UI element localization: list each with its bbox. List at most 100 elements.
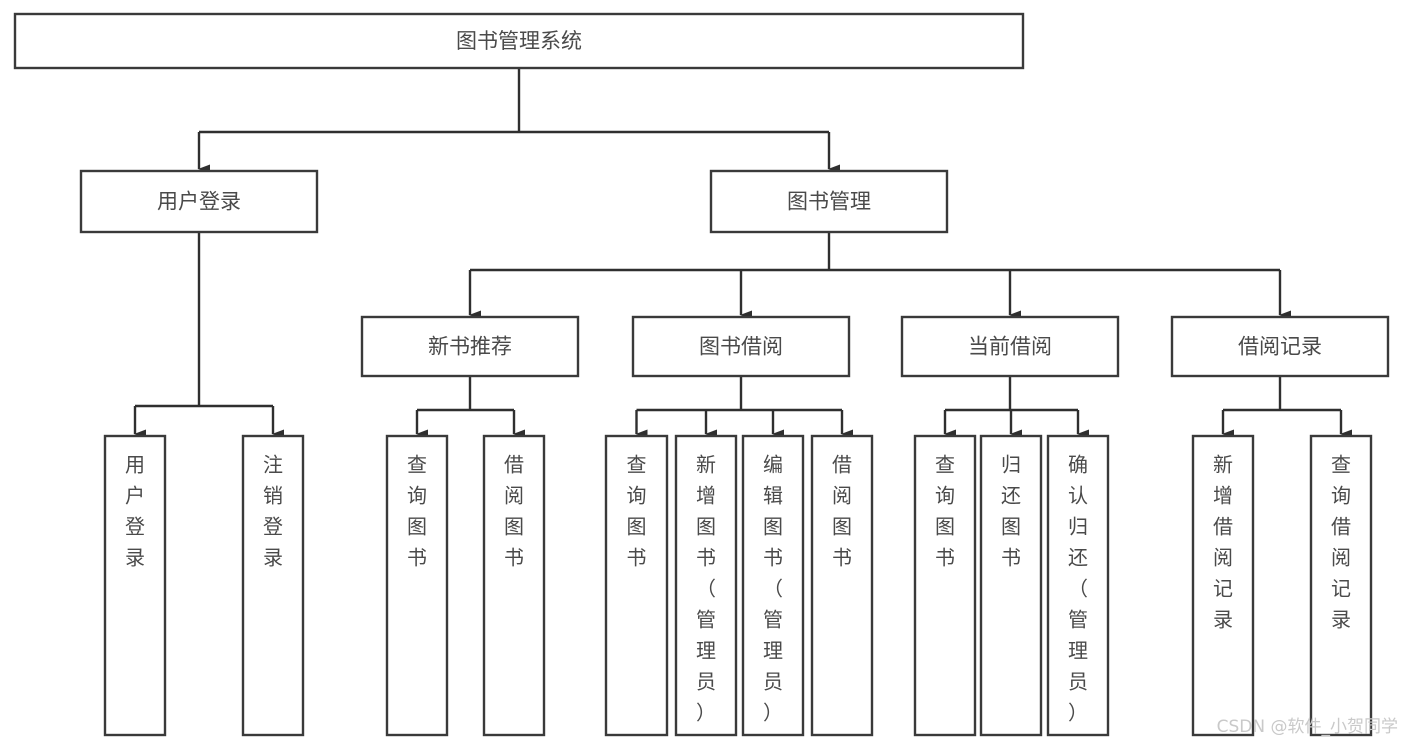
node-label-char: ） <box>1068 701 1088 725</box>
node-label-char: 借 <box>1213 515 1233 539</box>
node-label-char: 录 <box>125 546 145 570</box>
node-level2-0[interactable]: 用户登录 <box>79 169 319 234</box>
node-box <box>674 434 738 737</box>
node-box <box>385 434 449 737</box>
node-label-char: 图 <box>1001 515 1021 539</box>
node-label-char: 用 <box>125 453 145 477</box>
node-label-char: 书 <box>696 546 716 570</box>
node-level2-1[interactable]: 图书管理 <box>709 169 949 234</box>
node-label-char: 阅 <box>1213 546 1233 570</box>
node-label: 当前借阅 <box>968 335 1052 359</box>
node-level3-1[interactable]: 图书借阅 <box>631 315 851 378</box>
node-label-char: 阅 <box>1331 546 1351 570</box>
node-box <box>741 434 805 737</box>
node-box <box>900 315 1120 378</box>
node-label-char: 户 <box>125 484 145 508</box>
node-label-char: 登 <box>263 515 283 539</box>
node-label-char: 认 <box>1068 484 1088 508</box>
node-label-char: ） <box>763 701 783 725</box>
node-label-char: 书 <box>627 546 647 570</box>
node-box <box>913 434 977 737</box>
node-label-char: 图 <box>407 515 427 539</box>
node-label: 借阅记录 <box>1238 335 1322 359</box>
node-label-char: 员 <box>1068 670 1088 694</box>
node-label-char: （ <box>763 577 783 601</box>
node-label-char: 新 <box>696 453 716 477</box>
node-label-char: 阅 <box>832 484 852 508</box>
node-label: 新书推荐 <box>428 335 512 359</box>
node-label-char: 书 <box>763 546 783 570</box>
node-box <box>1046 434 1110 737</box>
node-level3-2[interactable]: 当前借阅 <box>900 315 1120 378</box>
node-level3-0[interactable]: 新书推荐 <box>360 315 580 378</box>
node-label-char: （ <box>1068 577 1088 601</box>
node-root-0[interactable]: 图书管理系统 <box>13 12 1025 70</box>
node-label-char: 图 <box>504 515 524 539</box>
node-label-char: 借 <box>504 453 524 477</box>
node-label: 图书借阅 <box>699 335 783 359</box>
node-layer: 图书管理系统用户登录图书管理新书推荐图书借阅当前借阅借阅记录用户登录注销登录查询… <box>13 12 1390 737</box>
node-label-char: 编 <box>763 453 783 477</box>
node-label-char: 查 <box>407 453 427 477</box>
node-box <box>482 434 546 737</box>
node-label-char: 阅 <box>504 484 524 508</box>
node-label-char: 管 <box>763 608 783 632</box>
node-label-char: 录 <box>1213 608 1233 632</box>
node-box <box>13 12 1025 70</box>
node-label-char: 图 <box>832 515 852 539</box>
node-box <box>631 315 851 378</box>
node-label-char: 询 <box>407 484 427 508</box>
node-label: 用户登录 <box>157 190 241 214</box>
node-label-char: 理 <box>696 639 716 663</box>
node-label-char: 管 <box>696 608 716 632</box>
csdn-watermark: CSDN @软件_小贺同学 <box>1217 717 1398 737</box>
node-label-char: 增 <box>1213 484 1233 508</box>
node-label-char: 注 <box>263 453 283 477</box>
node-label-char: 辑 <box>763 484 783 508</box>
node-label-char: 查 <box>1331 453 1351 477</box>
node-label-char: 查 <box>935 453 955 477</box>
node-label-char: 增 <box>696 484 716 508</box>
node-box <box>360 315 580 378</box>
node-label-char: 记 <box>1331 577 1351 601</box>
node-label-char: 书 <box>407 546 427 570</box>
node-label-char: 员 <box>696 670 716 694</box>
node-leaf-0[interactable]: 用户登录 <box>103 434 167 737</box>
node-box <box>79 169 319 234</box>
node-label-char: 图 <box>763 515 783 539</box>
node-label-char: 确 <box>1068 453 1088 477</box>
node-label-char: ） <box>696 701 716 725</box>
node-level3-3[interactable]: 借阅记录 <box>1170 315 1390 378</box>
node-label-char: 还 <box>1001 484 1021 508</box>
node-label-char: 登 <box>125 515 145 539</box>
node-box <box>709 169 949 234</box>
node-label: 图书管理系统 <box>456 29 582 53</box>
node-label-char: 录 <box>1331 608 1351 632</box>
node-box <box>1191 434 1255 737</box>
node-label-char: （ <box>696 577 716 601</box>
node-box <box>604 434 669 737</box>
node-label-char: 新 <box>1213 453 1233 477</box>
connector-layer <box>133 68 1352 439</box>
node-box <box>1309 434 1373 737</box>
node-label: 图书管理 <box>787 190 871 214</box>
node-label-char: 员 <box>763 670 783 694</box>
node-label-char: 归 <box>1068 515 1088 539</box>
node-label-char: 还 <box>1068 546 1088 570</box>
node-label-char: 归 <box>1001 453 1021 477</box>
node-box <box>810 434 874 737</box>
